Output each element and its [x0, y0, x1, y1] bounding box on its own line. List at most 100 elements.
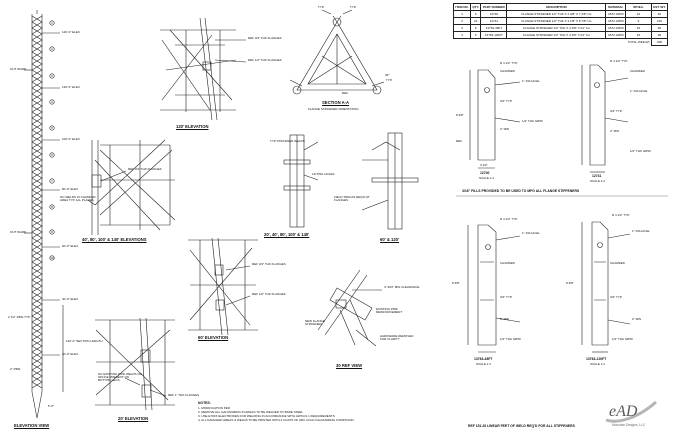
section-length-callout: 120'-0" SECTION LENGTH — [66, 339, 103, 343]
company-logo: eAD Mountain Designs, LLC — [602, 394, 660, 430]
balloon-marker: 2 — [51, 46, 53, 51]
detail-note: REF 3/4" THK FLANGES — [128, 167, 162, 171]
plate-12740-scale: SCALE 1:4 — [479, 176, 494, 180]
detail-20-40-80-artwork — [283, 134, 319, 228]
plate-callout: 8 3/8" — [456, 113, 464, 117]
plate-callout: R 4 1/2" TYP. — [610, 59, 628, 63]
detail-120-artwork — [160, 17, 247, 121]
plate-callout: CHAMFER — [500, 261, 515, 265]
detail-note: LIFTING HOLES — [312, 172, 335, 176]
plate-callout: 1" DIA HOLE — [632, 229, 650, 233]
balloon-marker: 8 — [51, 204, 53, 209]
plate-callout: 1" DIA HOLE — [522, 231, 540, 235]
notes-title: NOTES: — [198, 401, 211, 405]
balloon-marker: 6 — [51, 152, 53, 157]
detail-20-artwork — [95, 317, 175, 411]
detail-note: 4" EST. MIN CLEARANCE — [384, 285, 420, 289]
balloon-marker: 4 — [51, 99, 53, 104]
balloon-marker: 1 — [51, 20, 53, 25]
detail-20-40-80-title: 20', 40', 80', 100' & 140' — [264, 232, 310, 237]
plate-callout: CHAMFER — [610, 261, 625, 265]
detail-120-title: 120' ELEVATION — [176, 124, 209, 129]
plate-12741-artwork — [581, 64, 629, 173]
detail-60-artwork — [188, 237, 258, 336]
plate-120ft-part: 13763-120FT — [586, 357, 607, 361]
detail-note: FIELD TRIM AS REQ'D AT FLANGES — [334, 195, 370, 202]
plate-12741-part: 12741 — [592, 174, 602, 178]
plates-banner: 3/16" FILLS PROVIDED TO BE USED TO MFG A… — [462, 189, 580, 193]
balloon-marker: 9 — [51, 229, 53, 234]
plate-12740-part: 12740 — [480, 171, 490, 175]
logo-letters: eAD — [609, 403, 638, 420]
plate-callout: 1/2" THK GR50 — [500, 337, 521, 341]
section-label: TYP. — [386, 78, 393, 82]
section-a-a-subtitle: FLANGE STIFFENER ORIENTATION — [308, 107, 359, 111]
plate-48ft-artwork — [467, 224, 521, 353]
balloon-marker: 3 — [51, 73, 53, 78]
section-label: REF. — [342, 91, 349, 95]
plate-callout: 1" DIA HOLE — [522, 79, 540, 83]
detail-30-ref-artwork — [317, 269, 382, 347]
balloon-marker: 10 — [50, 255, 54, 260]
plate-callout: R 4 1/2" TYP. — [500, 61, 518, 65]
elevation-label: 60'-0" ELEV. — [62, 244, 79, 248]
plate-callout: CHAMFER — [500, 69, 515, 73]
plate-48ft-scale: SCALE 1:4 — [476, 362, 491, 366]
pipe-callout: 2 1/2" PIPE TYP. — [8, 315, 31, 319]
weld-footer-note: REF 151.26 LINEAR FEET OF WELD REQ'D FOR… — [468, 424, 575, 428]
note-line: 1. MODIFICATION PER — [198, 406, 230, 410]
bom-cell: FLANGE STIFFENER 1/2" THK X 3 3/8" X 24"… — [506, 31, 607, 39]
detail-note: NO EXISTING PIPE WELDS OR SPLICE PRESENT… — [98, 372, 142, 382]
plate-callout: 1/2" THK GR50 — [630, 149, 651, 153]
plate-callout: 2" MIN — [632, 317, 642, 321]
bill-of-materials-table: ITEM NO. QTY. PART NUMBER DESCRIPTION MA… — [452, 3, 669, 46]
plate-callout: 3/4" TYP. — [500, 295, 513, 299]
note-line: 3. USE E70XX ELECTRODES FOR WELDING IN A… — [198, 414, 335, 418]
elevation-label: 80'-0" ELEV. — [62, 187, 79, 191]
plate-callout: 1" DIA HOLE — [630, 89, 648, 93]
detail-note: NO WELDS IN CHAMFER AREA TYP. ALL PLACES — [60, 195, 96, 202]
plate-callout: 1/2" THK GR50 — [522, 119, 543, 123]
section-label: TYP. — [350, 5, 357, 9]
bom-cell: 13763-120FT — [480, 31, 508, 39]
logo-mark-icon: eAD — [605, 400, 657, 423]
detail-note: REF 1/2" THK FLANGES — [252, 292, 286, 296]
elevation-view-title: ELEVATION VIEW — [14, 423, 50, 428]
detail-40-80-title: 40', 80', 100' & 140' ELEVATIONS — [82, 237, 147, 242]
detail-note: EXISTING PIPE REINFORCEMENT — [376, 307, 403, 314]
elevation-label: 40'-0" ELEV. — [62, 297, 79, 301]
elevation-label: 20'-0" ELEV. — [62, 352, 79, 356]
detail-note: REF 1" THK FLANGES — [168, 393, 200, 397]
plate-48ft-part: 13763-48FT — [474, 357, 493, 361]
elevation-label: 120'-0" ELEV. — [62, 85, 81, 89]
plate-callout: 3 1/2" — [480, 163, 488, 167]
plate-callout: 2" MIN — [610, 129, 620, 133]
detail-60-120-artwork — [361, 132, 419, 230]
plate-callout: 3/4" TYP. — [610, 109, 623, 113]
plate-callout: 2" MIN — [500, 317, 510, 321]
bom-header-row: ITEM NO. QTY. PART NUMBER DESCRIPTION MA… — [452, 3, 669, 11]
balloon-marker: 5 — [51, 125, 53, 130]
plate-120ft-artwork — [581, 221, 631, 353]
elevation-label: 100'-0" ELEV. — [62, 137, 81, 141]
bom-total-label: TOTAL WEIGHT — [627, 40, 650, 45]
section-a-a-title: SECTION A-A — [322, 100, 350, 105]
section-a-a-artwork — [289, 9, 385, 95]
elevation-label: 140'-0" ELEV. — [62, 30, 81, 34]
outward-callout: OUT WARD — [10, 67, 27, 71]
plate-callout: 8 3/8" — [452, 281, 460, 285]
plate-callout: 1/2" THK GR50 — [612, 337, 633, 341]
plate-callout: CHAMFER — [630, 69, 645, 73]
tower-elevation-lattice — [24, 10, 64, 419]
detail-note: NEW FLANGE STIFFENER — [305, 319, 325, 326]
pipe-callout: 2" PIPE — [10, 367, 21, 371]
detail-note: TYP STIFFENER WELDS — [270, 139, 305, 143]
bom-total-value: 408 — [650, 38, 669, 46]
section-label: 30° — [385, 73, 390, 77]
note-line: 4. ALL DAMAGED AREAS & WELDS TO BE PRINT… — [198, 418, 354, 422]
plate-callout: R 4 1/2" TYP. — [500, 217, 518, 221]
plate-12741-scale: SCALE 1:4 — [590, 179, 605, 183]
detail-note: REF 1/2" THK FLANGES — [248, 58, 282, 62]
balloon-marker: 7 — [51, 178, 53, 183]
